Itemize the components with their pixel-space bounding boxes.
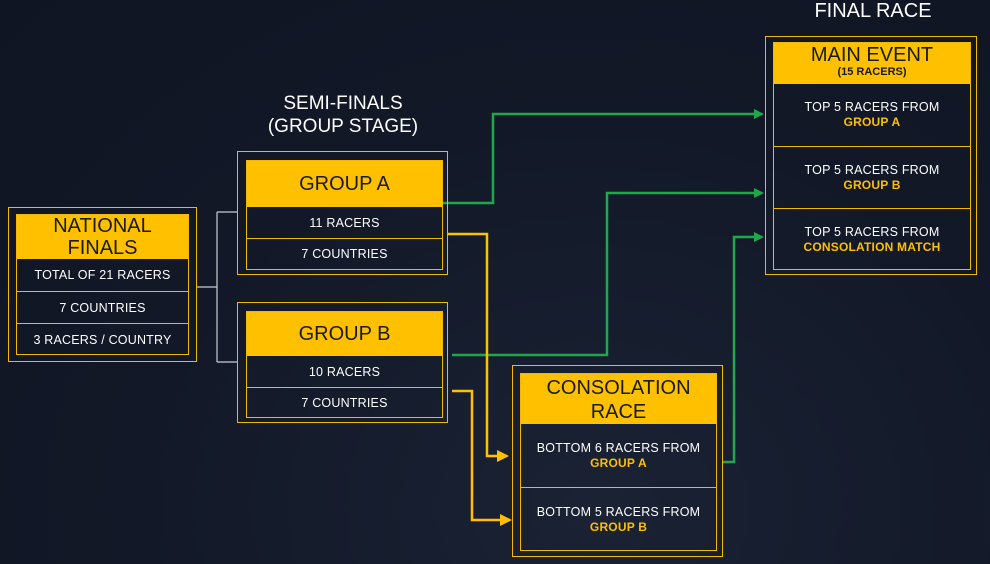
arrow-group-a-to-consolation bbox=[448, 232, 509, 462]
group-a-row-racers-text: 11 RACERS bbox=[309, 215, 380, 230]
group-b-row-countries-text: 7 COUNTRIES bbox=[301, 396, 388, 410]
arrow-group-b-to-consolation bbox=[452, 389, 512, 526]
group-b-row-racers-text: 10 RACERS bbox=[308, 364, 381, 379]
arrow-group-b-to-main bbox=[452, 188, 764, 357]
consolation-header-line2: RACE bbox=[590, 401, 647, 423]
main-event-row-consolation-highlight: CONSOLATION MATCH bbox=[803, 239, 941, 254]
consolation-row-group-a-text: BOTTOM 6 RACERS FROM bbox=[536, 440, 701, 455]
consolation-race-header: CONSOLATION RACE bbox=[521, 374, 716, 424]
main-event-row-consolation-text: TOP 5 RACERS FROM bbox=[804, 224, 940, 239]
main-event-header-title: MAIN EVENT bbox=[810, 44, 934, 66]
group-a-box: GROUP A 11 RACERS 7 COUNTRIES bbox=[237, 151, 448, 275]
national-row-per-country: 3 RACERS / COUNTRY bbox=[17, 323, 188, 355]
main-event-header: MAIN EVENT (15 RACERS) bbox=[774, 43, 970, 84]
group-a-row-racers: 11 RACERS bbox=[247, 207, 442, 238]
group-b-row-countries: 7 COUNTRIES bbox=[247, 387, 442, 418]
group-b-row-racers: 10 RACERS bbox=[247, 356, 442, 387]
group-a-row-countries: 7 COUNTRIES bbox=[247, 238, 442, 269]
main-event-inner: MAIN EVENT (15 RACERS) TOP 5 RACERS FROM… bbox=[773, 42, 971, 270]
national-row-total-text: TOTAL OF 21 RACERS bbox=[34, 268, 171, 282]
consolation-header-line1: CONSOLATION bbox=[546, 377, 691, 399]
main-event-row-group-a: TOP 5 RACERS FROM GROUP A bbox=[774, 84, 970, 146]
semi-finals-title-line2: (GROUP STAGE) bbox=[267, 116, 419, 137]
national-finals-header-line2: FINALS bbox=[67, 237, 138, 259]
group-b-header: GROUP B bbox=[247, 312, 442, 356]
group-b-box: GROUP B 10 RACERS 7 COUNTRIES bbox=[237, 302, 448, 423]
national-row-countries: 7 COUNTRIES bbox=[17, 291, 188, 323]
consolation-row-group-a: BOTTOM 6 RACERS FROM GROUP A bbox=[521, 424, 716, 487]
consolation-row-group-b-highlight: GROUP B bbox=[589, 519, 648, 534]
semi-finals-title-line1: SEMI-FINALS bbox=[283, 93, 403, 114]
national-finals-inner: NATIONAL FINALS TOTAL OF 21 RACERS 7 COU… bbox=[16, 214, 189, 355]
bracket-national-to-groups bbox=[197, 211, 237, 363]
consolation-race-inner: CONSOLATION RACE BOTTOM 6 RACERS FROM GR… bbox=[520, 373, 717, 551]
national-finals-header-line1: NATIONAL bbox=[53, 215, 152, 237]
main-event-row-group-a-highlight: GROUP A bbox=[843, 115, 901, 129]
main-event-row-consolation: TOP 5 RACERS FROM CONSOLATION MATCH bbox=[774, 208, 970, 270]
main-event-header-sub: (15 RACERS) bbox=[837, 66, 907, 78]
national-row-countries-text: 7 COUNTRIES bbox=[59, 300, 146, 315]
national-row-total: TOTAL OF 21 RACERS bbox=[17, 259, 188, 291]
consolation-race-box: CONSOLATION RACE BOTTOM 6 RACERS FROM GR… bbox=[512, 365, 723, 557]
main-event-row-group-b: TOP 5 RACERS FROM GROUP B bbox=[774, 146, 970, 208]
main-event-row-group-b-text: TOP 5 RACERS FROM bbox=[804, 162, 940, 177]
consolation-row-group-b: BOTTOM 5 RACERS FROM GROUP B bbox=[521, 487, 716, 551]
consolation-row-group-b-text: BOTTOM 5 RACERS FROM bbox=[536, 504, 701, 519]
main-event-row-group-a-text: TOP 5 RACERS FROM bbox=[804, 100, 940, 114]
arrow-group-a-to-main bbox=[442, 109, 764, 205]
group-a-inner: GROUP A 11 RACERS 7 COUNTRIES bbox=[246, 160, 443, 270]
group-a-header: GROUP A bbox=[247, 161, 442, 207]
national-row-per-country-text: 3 RACERS / COUNTRY bbox=[33, 332, 172, 347]
national-finals-header: NATIONAL FINALS bbox=[17, 215, 188, 259]
final-race-title: FINAL RACE bbox=[814, 0, 932, 22]
group-a-row-countries-text: 7 COUNTRIES bbox=[301, 247, 388, 261]
semi-finals-title: SEMI-FINALS (GROUP STAGE) bbox=[250, 92, 436, 138]
group-b-inner: GROUP B 10 RACERS 7 COUNTRIES bbox=[246, 311, 443, 418]
national-finals-box: NATIONAL FINALS TOTAL OF 21 RACERS 7 COU… bbox=[8, 207, 197, 362]
main-event-box: MAIN EVENT (15 RACERS) TOP 5 RACERS FROM… bbox=[765, 36, 977, 275]
consolation-row-group-a-highlight: GROUP A bbox=[590, 455, 647, 470]
main-event-row-group-b-highlight: GROUP B bbox=[843, 177, 901, 192]
arrow-consolation-to-main bbox=[722, 232, 764, 464]
